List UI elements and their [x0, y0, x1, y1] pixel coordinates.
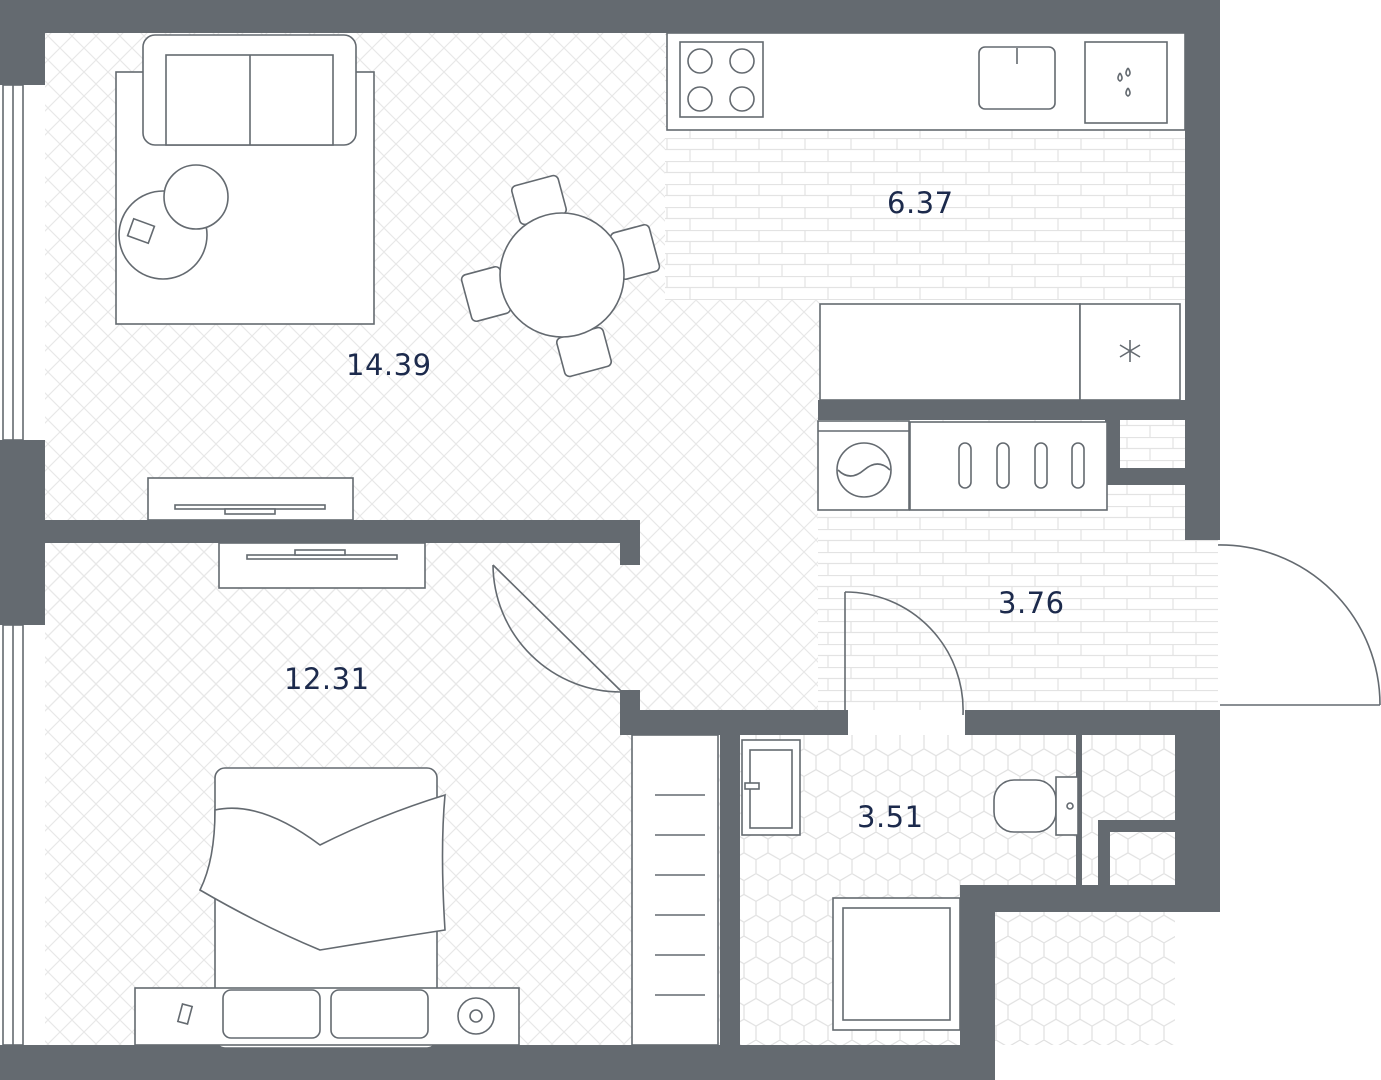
- fridge-cabinet: [819, 303, 1181, 401]
- entry-door[interactable]: [1217, 544, 1381, 706]
- window-bedroom: [2, 624, 24, 1046]
- window-living: [2, 84, 24, 441]
- bathroom-sink: [741, 739, 801, 836]
- tv-unit-bedroom: [218, 542, 426, 589]
- kitchen-sink: [978, 46, 1056, 110]
- tv-unit-living: [147, 477, 354, 521]
- bedroom-door[interactable]: [492, 564, 623, 693]
- room-area-bedroom: 12.31: [284, 662, 370, 696]
- side-table: [163, 164, 229, 230]
- wardrobe-bedroom: [631, 734, 719, 1046]
- room-area-hallway: 3.76: [998, 586, 1065, 620]
- hob: [679, 41, 764, 118]
- bed: [134, 767, 520, 1049]
- washing-machine: [817, 420, 910, 511]
- dining-table: [460, 174, 661, 378]
- walls: [0, 0, 1220, 1080]
- room-area-kitchen: 6.37: [887, 186, 954, 220]
- dishwasher: [1084, 41, 1168, 124]
- room-area-bathroom: 3.51: [857, 800, 924, 834]
- wardrobe-hall: [909, 421, 1108, 511]
- shower: [832, 897, 961, 1031]
- bathroom-door[interactable]: [844, 591, 964, 716]
- room-area-living: 14.39: [346, 348, 432, 382]
- sofa: [142, 34, 357, 146]
- toilet: [993, 776, 1079, 836]
